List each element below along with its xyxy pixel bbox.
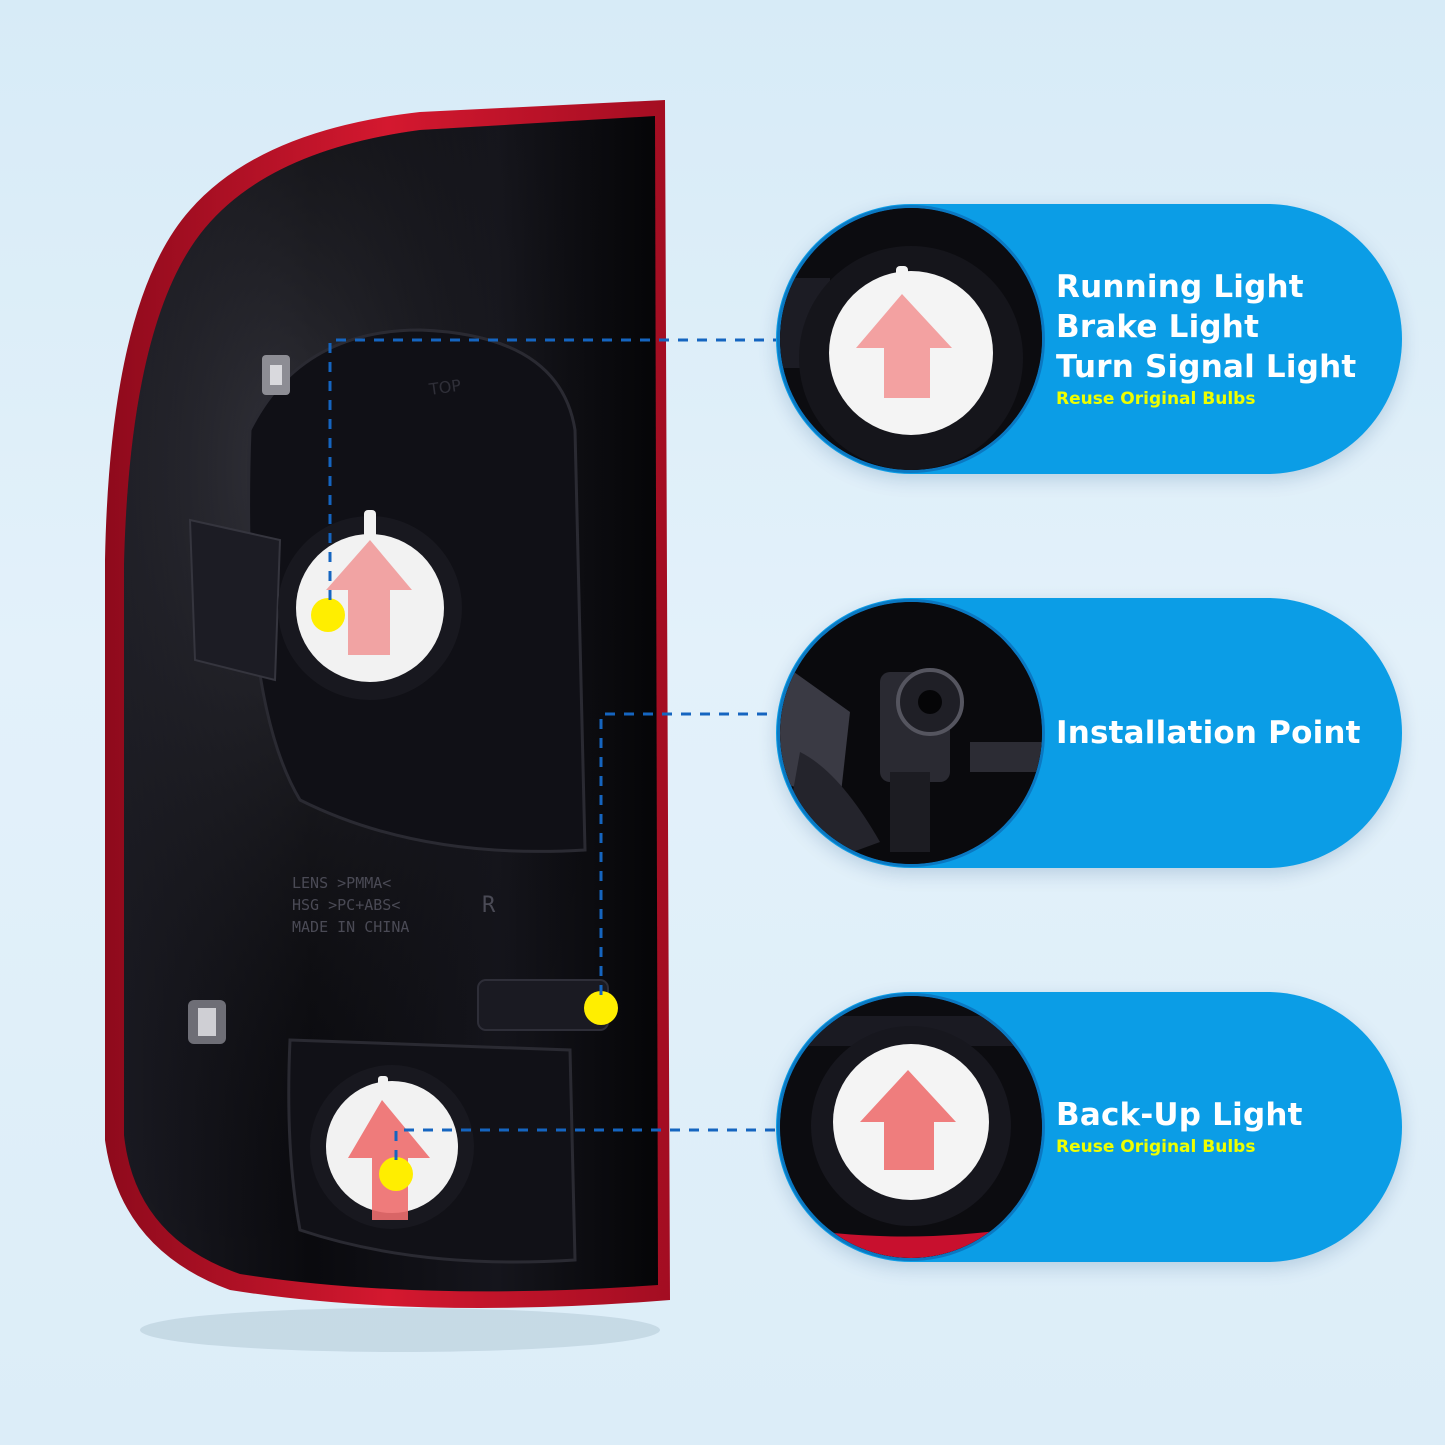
callout-2-line-1: Installation Point [1056, 715, 1361, 751]
upper-bulb-socket [278, 510, 462, 700]
callout-1-line-2: Brake Light [1056, 309, 1260, 345]
callout-back-up-light: Back-Up Light Reuse Original Bulbs [776, 992, 1402, 1262]
callout-3-line-1: Back-Up Light [1056, 1097, 1303, 1133]
lower-marker-dot [379, 1157, 413, 1191]
mounting-post-icon [780, 602, 1042, 864]
callout-1-note: Reuse Original Bulbs [1056, 389, 1256, 409]
bulb-socket-arrow-icon [780, 208, 1042, 470]
lower-mounting-stud [188, 1000, 226, 1044]
top-mark: TOP [427, 376, 463, 399]
callout-3-note: Reuse Original Bulbs [1056, 1137, 1256, 1157]
bulb-socket-arrow-icon [780, 996, 1042, 1258]
installation-marker-dot [584, 991, 618, 1025]
svg-text:MADE IN CHINA: MADE IN CHINA [292, 918, 409, 936]
svg-text:R: R [482, 893, 496, 918]
callout-installation-point: Installation Point [776, 598, 1402, 868]
upper-marker-dot [311, 598, 345, 632]
svg-text:HSG >PC+ABS<: HSG >PC+ABS< [292, 896, 400, 914]
svg-text:LENS >PMMA<: LENS >PMMA< [292, 874, 391, 892]
callout-1-line-1: Running Light [1056, 269, 1304, 305]
lower-bulb-socket [310, 1065, 474, 1229]
callout-running-brake-turn: Running Light Brake Light Turn Signal Li… [776, 204, 1402, 474]
callout-1-line-3: Turn Signal Light [1056, 349, 1357, 385]
upper-mounting-stud [262, 355, 290, 395]
housing-marking: LENS >PMMA< HSG >PC+ABS< MADE IN CHINA R [292, 874, 496, 936]
leader-lines [328, 338, 776, 1160]
